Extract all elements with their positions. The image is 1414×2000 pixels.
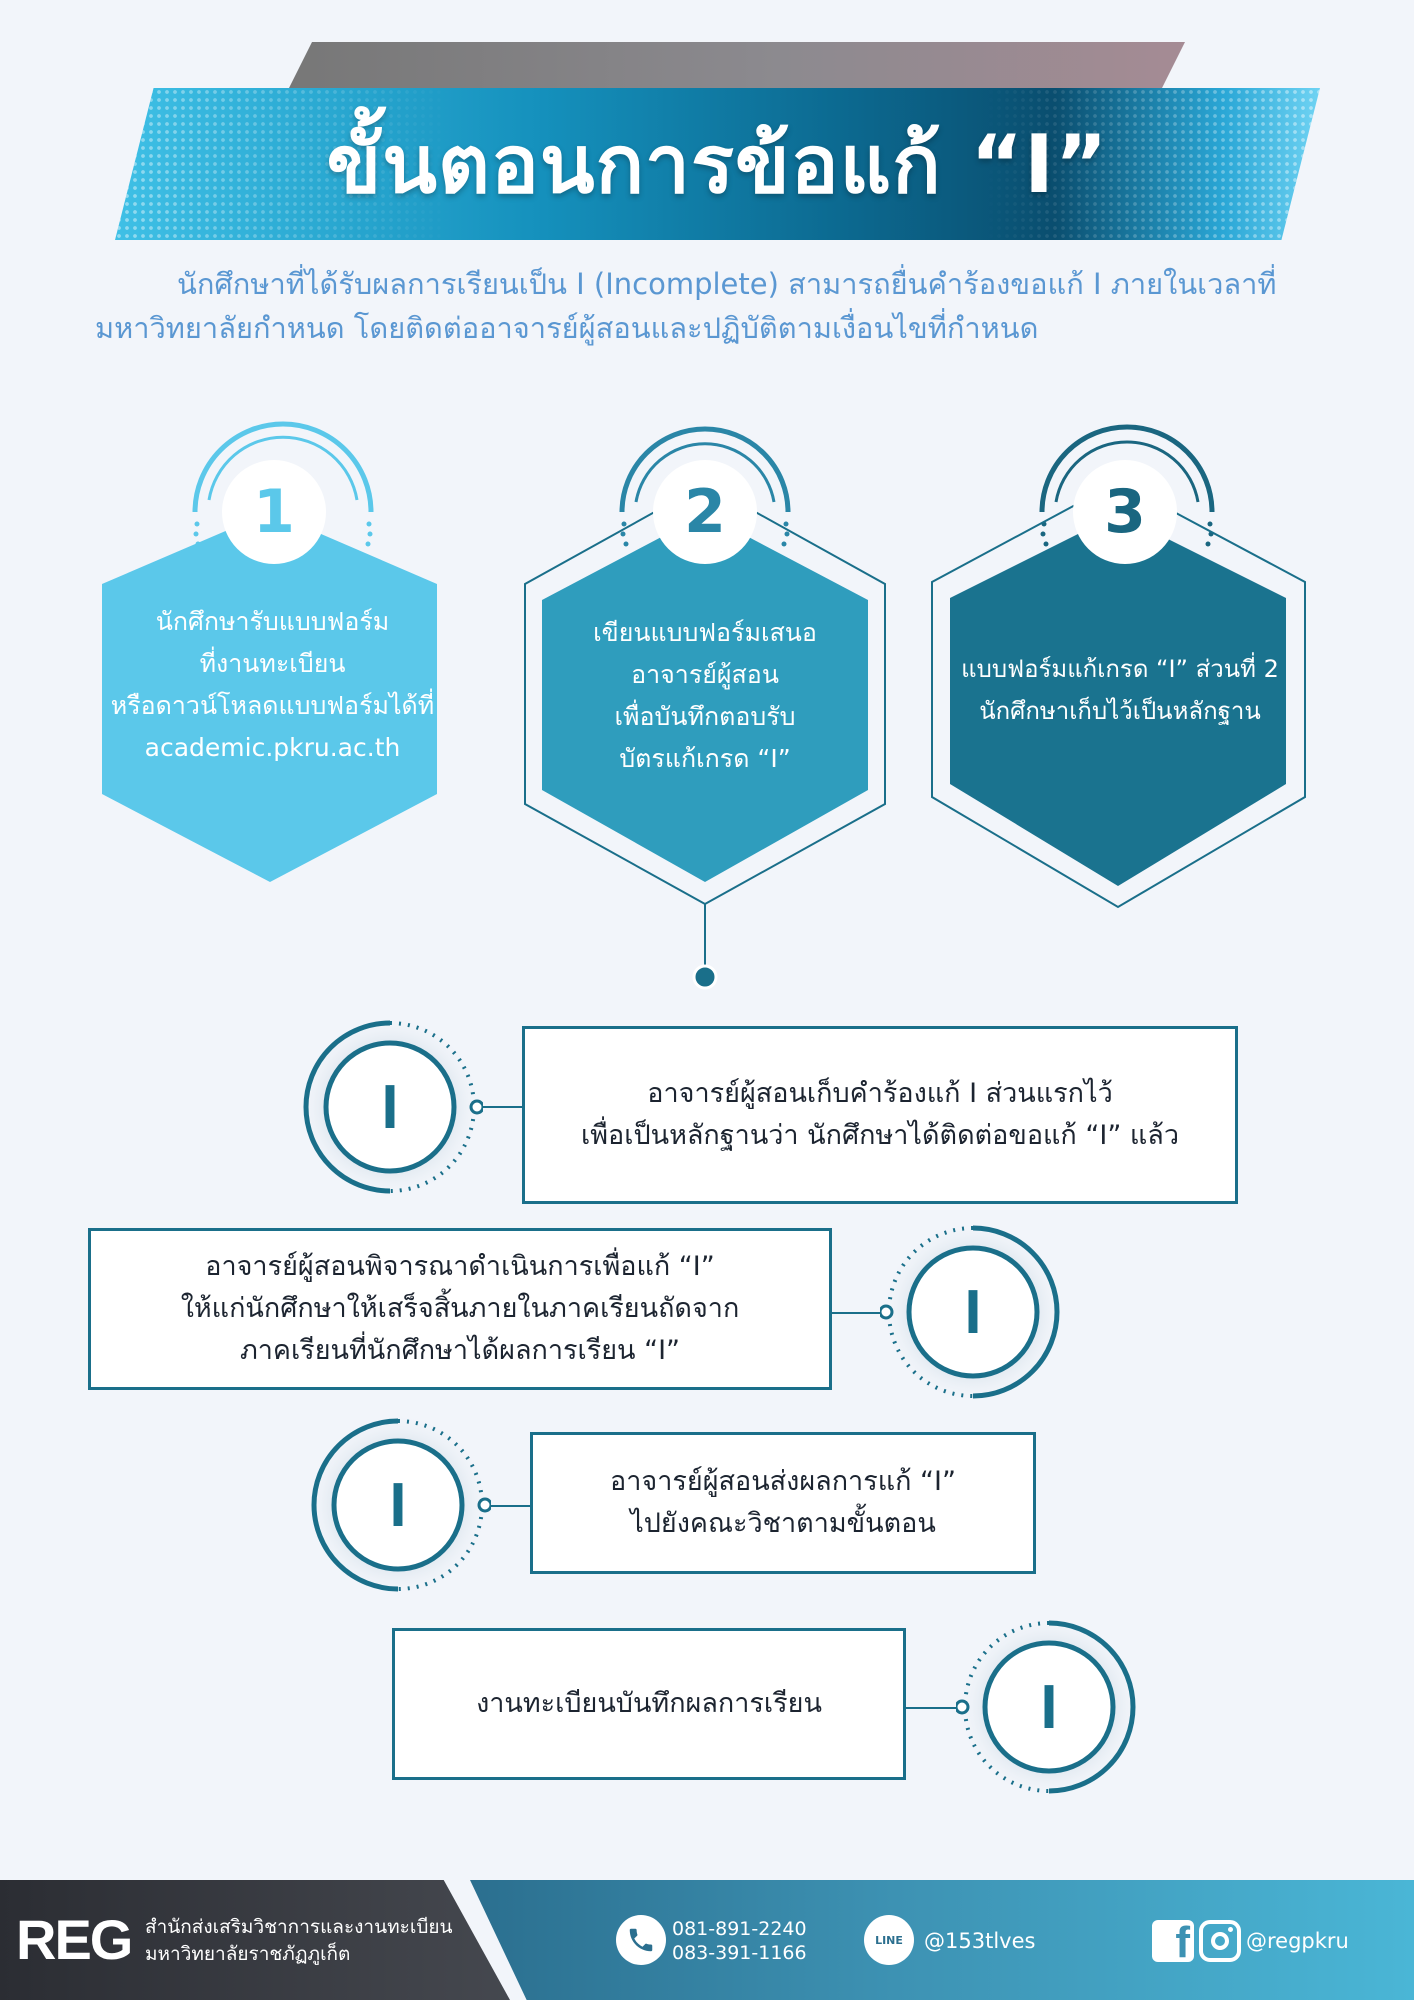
process-2-badge: I	[880, 1219, 1066, 1405]
process-1-connector	[483, 1106, 523, 1108]
step-1-number: 1	[222, 460, 326, 564]
step-3: 3 แบบฟอร์มแก้เกรด “I” ส่วนที่ 2 นักศึกษา…	[930, 412, 1310, 912]
step-1-line: หรือดาวน์โหลดแบบฟอร์มได้ที่	[110, 691, 435, 720]
process-1-box: อาจารย์ผู้สอนเก็บคำร้องแก้ I ส่วนแรกไว้ …	[522, 1026, 1238, 1204]
step-2-number: 2	[653, 460, 757, 564]
line-id[interactable]: @153tlves	[924, 1929, 1036, 1953]
step-1: 1 นักศึกษารับแบบฟอร์ม ที่งานทะเบียน หรือ…	[95, 412, 450, 892]
process-4-box: งานทะเบียนบันทึกผลการเรียน	[392, 1628, 906, 1780]
instagram-icon	[1199, 1920, 1241, 1962]
process-1-badge: I	[297, 1014, 483, 1200]
process-3-box: อาจารย์ผู้สอนส่งผลการแก้ “I” ไปยังคณะวิช…	[530, 1432, 1036, 1574]
step-3-number: 3	[1073, 460, 1177, 564]
step-1-hexagon	[102, 421, 437, 882]
page-title: ขั้นตอนการข้อแก้ “I”	[326, 117, 1109, 211]
step-1-line: academic.pkru.ac.th	[144, 733, 401, 762]
process-3-connector	[491, 1505, 531, 1507]
process-1-line: อาจารย์ผู้สอนเก็บคำร้องแก้ I ส่วนแรกไว้	[647, 1078, 1113, 1109]
title-banner: ขั้นตอนการข้อแก้ “I”	[115, 88, 1320, 240]
organization-line-1: สำนักส่งเสริมวิชาการและงานทะเบียน	[145, 1916, 453, 1938]
phone-numbers: 081-891-2240 083-391-1166	[672, 1917, 807, 1965]
line-icon-text: LINE	[875, 1933, 903, 1947]
step-1-text: นักศึกษารับแบบฟอร์ม ที่งานทะเบียน หรือดา…	[95, 600, 450, 770]
footer-dark-panel	[0, 1880, 510, 2000]
step-2-line: เพื่อบันทึกตอบรับ	[614, 702, 796, 731]
step-2-text: เขียนแบบฟอร์มเสนอ อาจารย์ผู้สอน เพื่อบัน…	[520, 610, 890, 782]
organization-line-2: มหาวิทยาลัยราชภัฏภูเก็ต	[145, 1943, 351, 1965]
step-3-text: แบบฟอร์มแก้เกรด “I” ส่วนที่ 2 นักศึกษาเก…	[930, 642, 1310, 738]
process-4-line: งานทะเบียนบันทึกผลการเรียน	[476, 1688, 822, 1719]
process-4-badge-letter: I	[1040, 1672, 1058, 1742]
process-2-line: อาจารย์ผู้สอนพิจารณาดำเนินการเพื่อแก้ “I…	[205, 1251, 715, 1282]
process-3-line: ไปยังคณะวิชาตามขั้นตอน	[630, 1508, 936, 1539]
organization-name: สำนักส่งเสริมวิชาการและงานทะเบียน มหาวิท…	[145, 1914, 453, 1968]
process-3-badge: I	[305, 1412, 491, 1598]
step-2-line: เขียนแบบฟอร์มเสนอ	[593, 618, 817, 647]
process-2-box: อาจารย์ผู้สอนพิจารณาดำเนินการเพื่อแก้ “I…	[88, 1228, 832, 1390]
intro-line-1: นักศึกษาที่ได้รับผลการเรียนเป็น I (Incom…	[177, 267, 1277, 301]
reg-logo: REG	[16, 1908, 133, 1971]
line-icon: LINE	[864, 1915, 914, 1965]
step-3-hexagon	[931, 424, 1306, 909]
process-2-line: ให้แก่นักศึกษาให้เสร็จสิ้นภายในภาคเรียนถ…	[180, 1293, 740, 1324]
process-2-connector	[832, 1312, 886, 1314]
step-1-line: ที่งานทะเบียน	[199, 649, 346, 678]
step-1-line: นักศึกษารับแบบฟอร์ม	[155, 607, 390, 636]
step-2: 2 เขียนแบบฟอร์มเสนอ อาจารย์ผู้สอน เพื่อบ…	[520, 412, 890, 990]
process-2-line: ภาคเรียนที่นักศึกษาได้ผลการเรียน “I”	[239, 1335, 681, 1366]
step-2-line: อาจารย์ผู้สอน	[631, 660, 779, 689]
step-3-line: แบบฟอร์มแก้เกรด “I” ส่วนที่ 2	[961, 655, 1279, 683]
intro-line-2: มหาวิทยาลัยกำหนด โดยติดต่ออาจารย์ผู้สอนแ…	[95, 311, 1039, 345]
phone-number-1[interactable]: 081-891-2240	[672, 1918, 807, 1940]
process-3-line: อาจารย์ผู้สอนส่งผลการแก้ “I”	[610, 1466, 956, 1497]
social-handle[interactable]: @regpkru	[1246, 1929, 1349, 1953]
phone-icon	[616, 1915, 666, 1965]
process-4-connector	[906, 1707, 964, 1709]
step-3-line: นักศึกษาเก็บไว้เป็นหลักฐาน	[979, 697, 1261, 725]
step-2-line: บัตรแก้เกรด “I”	[619, 744, 791, 773]
step-2-hexagon	[524, 426, 886, 990]
intro-paragraph: นักศึกษาที่ได้รับผลการเรียนเป็น I (Incom…	[95, 262, 1325, 350]
process-4-badge: I	[956, 1614, 1142, 1800]
banner-backdrop	[285, 42, 1185, 96]
facebook-icon: f	[1152, 1920, 1194, 1962]
process-3-badge-letter: I	[389, 1470, 407, 1540]
process-2-badge-letter: I	[964, 1277, 982, 1347]
process-1-line: เพื่อเป็นหลักฐานว่า นักศึกษาได้ติดต่อขอแ…	[581, 1120, 1179, 1151]
phone-number-2[interactable]: 083-391-1166	[672, 1942, 807, 1964]
process-1-badge-letter: I	[381, 1072, 399, 1142]
